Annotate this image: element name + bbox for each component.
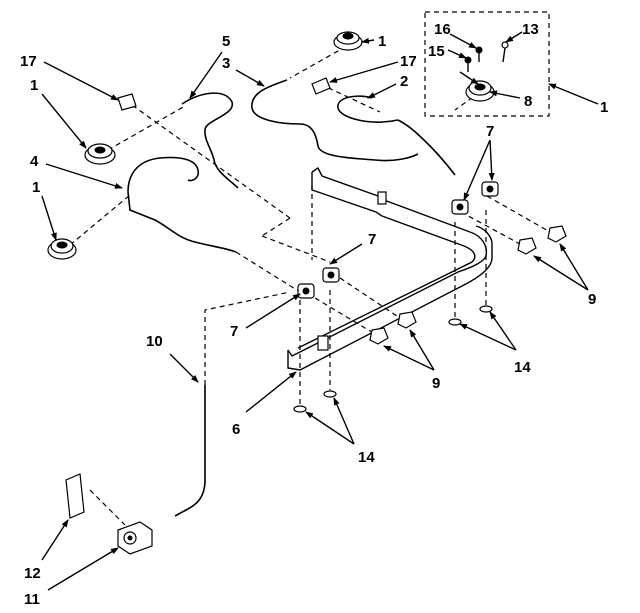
tube-2-run (397, 119, 456, 176)
bracket-12 (65, 473, 85, 519)
screw-15 (464, 56, 472, 72)
callout-12: 12 (24, 565, 41, 582)
gas-tubes (127, 79, 456, 517)
burner-left-upper (84, 143, 116, 165)
burner-top (333, 31, 363, 51)
callout-7-upper-right: 7 (486, 123, 494, 140)
callout-17-top: 17 (400, 53, 417, 70)
callout-4: 4 (30, 153, 39, 170)
electrodes (369, 225, 567, 345)
tube-2 (337, 95, 399, 123)
screw-16 (475, 46, 483, 62)
callout-7-mid: 7 (368, 231, 376, 248)
callout-3: 3 (222, 55, 230, 72)
callout-16: 16 (434, 21, 451, 38)
callout-14-bottom: 14 (358, 449, 375, 466)
callout-5: 5 (222, 33, 230, 50)
callout-7-left: 7 (230, 323, 238, 340)
callout-17-left: 17 (20, 53, 37, 70)
callout-10: 10 (146, 333, 163, 350)
detail-inset-box (424, 11, 550, 117)
callouts: 1 1 1 1 2 3 4 5 6 7 7 7 8 9 9 10 11 12 1… (20, 21, 608, 608)
tube-10 (174, 385, 206, 517)
orifice-holder-upper (451, 181, 499, 215)
callout-1-left-upper: 1 (30, 77, 38, 94)
callout-9-right: 9 (588, 291, 596, 308)
tube-10-top (204, 291, 291, 385)
burner-inset (465, 80, 495, 102)
orifice-holder-lower (297, 267, 340, 299)
tube-4 (127, 156, 200, 193)
callout-8: 8 (524, 93, 532, 110)
tube-5 (181, 92, 239, 189)
burner-left-lower (47, 238, 77, 260)
callout-1-left-lower: 1 (32, 179, 40, 196)
callout-9-mid: 9 (432, 375, 440, 392)
callout-14-right: 14 (514, 359, 531, 376)
bracket-17-top (311, 77, 331, 95)
callout-13: 13 (522, 21, 539, 38)
tube-3 (251, 79, 419, 162)
leader-lines (41, 31, 599, 591)
callout-1-right: 1 (600, 99, 608, 116)
screw-13 (501, 41, 509, 63)
callout-11: 11 (24, 591, 40, 608)
regulator-11 (117, 521, 153, 555)
bracket-17-left (117, 93, 137, 111)
tube-4-lower (127, 191, 237, 253)
screws-14 (293, 305, 493, 413)
manifold-frame (287, 166, 493, 371)
callout-1-top: 1 (378, 33, 386, 50)
callout-15: 15 (428, 43, 445, 60)
callout-2: 2 (400, 73, 408, 90)
callout-6: 6 (232, 421, 240, 438)
